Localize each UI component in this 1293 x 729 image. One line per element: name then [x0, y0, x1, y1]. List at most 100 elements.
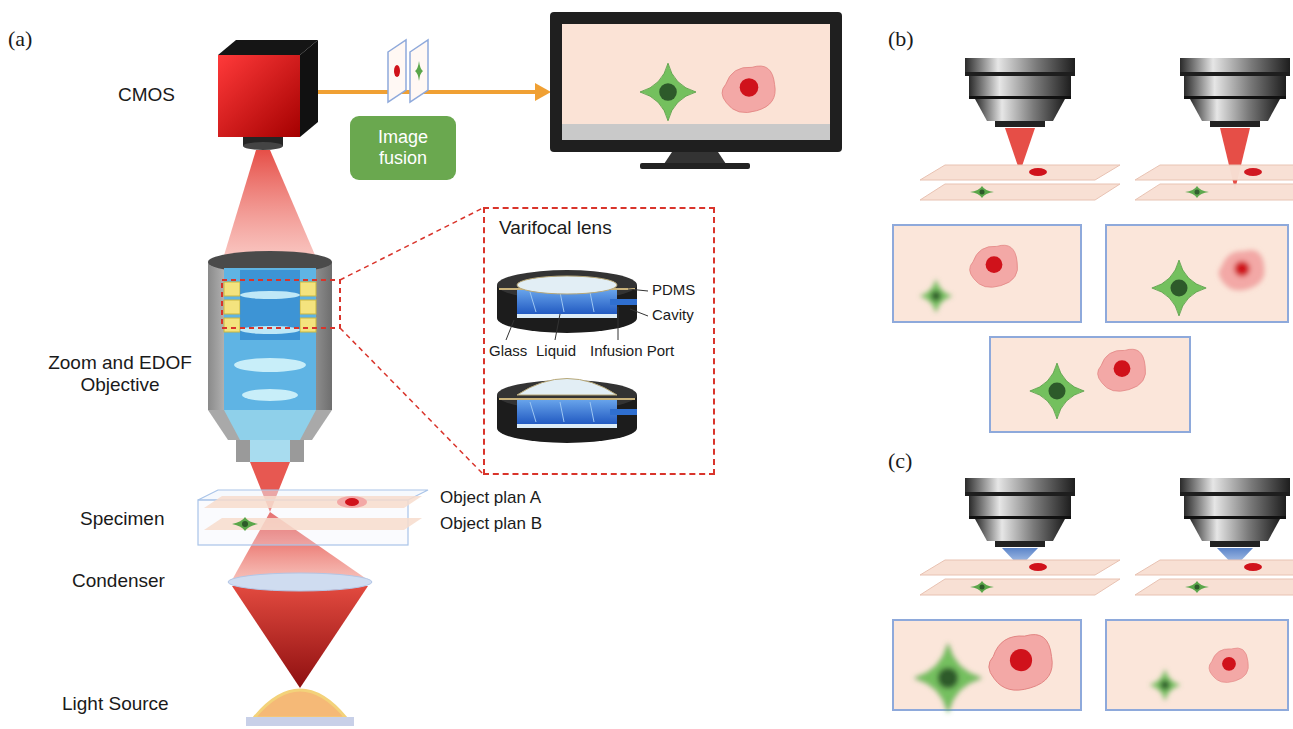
objective: [250, 440, 290, 462]
objective: [300, 300, 316, 314]
zoom-callout: [222, 280, 340, 328]
fusion-arrow: [415, 61, 423, 81]
monitor: [562, 124, 830, 140]
specimen: [242, 521, 248, 527]
zoom-callout: [222, 208, 483, 474]
panel-letter: (b): [888, 26, 914, 51]
objective: [300, 318, 316, 332]
objective: [224, 268, 316, 410]
objective: [234, 358, 306, 372]
panel-c: [893, 478, 1293, 712]
monitor: [664, 152, 726, 164]
panel-b: [893, 225, 1081, 322]
zoom-callout: [340, 208, 483, 280]
panel-b: [1135, 165, 1293, 200]
box-heading: Varifocal lens: [499, 217, 699, 239]
objective: [300, 282, 316, 296]
monitor: [640, 63, 696, 121]
light-source: [246, 690, 354, 726]
plane-label: Object plan B: [440, 514, 542, 534]
monitor: [550, 12, 842, 169]
panel-c: [915, 644, 982, 712]
panel-c: [965, 478, 1075, 547]
panel-b: [1220, 128, 1250, 190]
specimen: [232, 517, 258, 531]
monitor: [562, 24, 830, 124]
panel-c: [893, 620, 1081, 710]
panel-b: [990, 337, 1190, 432]
panel-c: [920, 560, 1120, 595]
leader-line: [506, 289, 648, 340]
light-source: [246, 717, 354, 726]
light-source: [254, 690, 346, 718]
varifocal-lens-figure: [497, 270, 637, 333]
plane-label: Object plan A: [440, 488, 541, 508]
process-box: Image fusion: [350, 116, 456, 180]
panel-b: [965, 58, 1075, 127]
part-label: CMOS: [118, 84, 175, 106]
specimen: [204, 518, 422, 530]
specimen: [345, 498, 359, 506]
part-label: Specimen: [80, 508, 165, 530]
panel-c: [1180, 478, 1290, 547]
monitor: [722, 66, 775, 113]
light-beam: [222, 150, 318, 262]
leader-line: [628, 289, 648, 291]
objective: [208, 251, 332, 462]
part-label: Liquid: [536, 342, 576, 359]
objective: [224, 300, 240, 314]
panel-letter: (c): [888, 448, 912, 473]
objective: [242, 389, 298, 401]
panel-b: [920, 280, 952, 312]
fusion-arrow: [535, 83, 551, 101]
leader-line: [618, 307, 619, 340]
objective: [208, 262, 332, 410]
panel-b: [1219, 251, 1264, 290]
panel-b: [920, 165, 1120, 200]
specimen: [204, 496, 422, 508]
part-label: Glass: [489, 342, 527, 359]
monitor: [640, 163, 750, 169]
condenser-lens: [228, 573, 372, 591]
panel-b: [1030, 363, 1084, 419]
objective: [240, 291, 300, 299]
camera: [243, 142, 283, 150]
monitor: [550, 12, 842, 152]
objective: [224, 318, 240, 332]
part-label: Zoom and EDOF Objective: [45, 352, 195, 396]
light-beam: [232, 586, 368, 688]
panel-c: [1209, 648, 1248, 683]
panel-b: [893, 58, 1293, 432]
leader-line: [630, 309, 648, 316]
camera: [218, 40, 318, 150]
part-label: Light Source: [62, 693, 169, 715]
varifocal-lens-figure: [517, 276, 617, 294]
panel-b: [1152, 260, 1206, 316]
objective: [224, 410, 316, 440]
zoom-callout: [340, 328, 483, 474]
specimen: [198, 490, 428, 545]
panel-c: [1150, 670, 1180, 701]
objective: [208, 410, 332, 440]
varifocal-lens-figure: [517, 379, 617, 396]
objective: [236, 440, 304, 462]
panel-c: [989, 635, 1052, 691]
part-label: PDMS: [652, 281, 695, 298]
fusion-arrow: [410, 40, 428, 102]
panel-b: [1098, 349, 1146, 391]
fusion-arrow: [318, 40, 551, 102]
fusion-arrow: [394, 65, 400, 77]
part-label: Cavity: [652, 306, 694, 323]
panel-b: [970, 245, 1018, 287]
specimen: [337, 496, 367, 508]
camera: [300, 40, 318, 137]
leader-line: [555, 314, 560, 340]
objective: [224, 282, 240, 296]
panel-b: [1180, 58, 1290, 127]
panel-c: [1106, 620, 1288, 710]
panel-c: [1135, 560, 1293, 595]
panel-b: [1106, 225, 1288, 322]
panel-letter: (a): [8, 26, 32, 51]
